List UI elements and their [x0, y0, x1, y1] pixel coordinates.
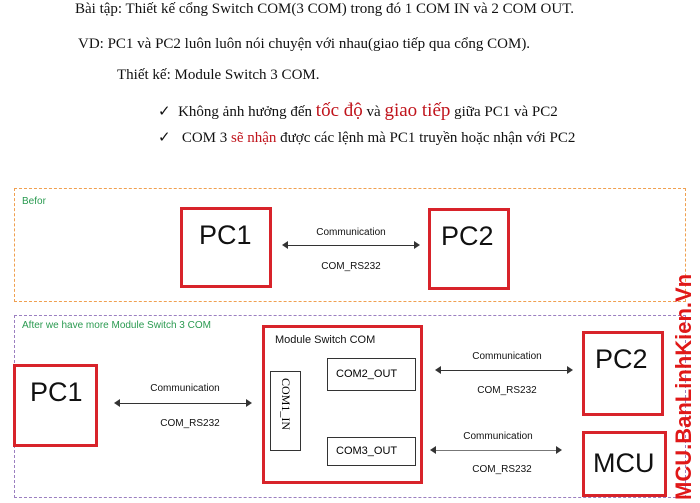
pc2-box: PC2	[428, 208, 510, 290]
pc2-label: PC2	[595, 344, 648, 374]
bullet-text: COM 3	[181, 130, 232, 146]
com2-out-box: COM2_OUT	[327, 358, 416, 391]
check-icon: ✓	[158, 130, 171, 146]
bidirectional-arrow	[282, 241, 420, 249]
bullet-text: được các lệnh mà PC1 truyền hoặc nhận vớ…	[276, 130, 576, 146]
pc2-box: PC2	[582, 331, 664, 416]
bullet-text: Không ảnh hưởng đến	[178, 104, 316, 120]
link-protocol: COM_RS232	[477, 385, 537, 396]
bullet-2: ✓ COM 3 sẽ nhận được các lệnh mà PC1 tru…	[158, 128, 575, 147]
design-text: Thiết kế: Module Switch 3 COM.	[117, 67, 320, 83]
module-switch-box: Module Switch COM COM1_IN COM2_OUT COM3_…	[262, 325, 423, 484]
pc1-box: PC1	[13, 364, 98, 447]
link-label: Communication	[316, 227, 386, 238]
pc1-label: PC1	[199, 220, 252, 250]
link-protocol: COM_RS232	[160, 418, 220, 429]
bullet-text: giữa PC1 và PC2	[450, 104, 558, 120]
bidirectional-arrow	[114, 399, 252, 407]
bullet-text: và	[362, 104, 385, 120]
highlight: giao tiếp	[384, 100, 451, 121]
check-icon: ✓	[158, 104, 171, 120]
bidirectional-arrow	[435, 366, 573, 374]
exercise-title: Bài tập: Thiết kế cổng Switch COM(3 COM)…	[75, 1, 574, 17]
watermark: MCU.BanLinhKien.Vn	[671, 273, 696, 500]
highlight: tốc độ	[315, 100, 363, 121]
pc2-label: PC2	[441, 221, 494, 251]
link-protocol: COM_RS232	[321, 261, 381, 272]
mcu-label: MCU	[593, 448, 655, 478]
mcu-box: MCU	[582, 431, 667, 497]
link-protocol: COM_RS232	[472, 464, 532, 475]
before-frame	[14, 188, 686, 302]
before-label: Befor	[22, 196, 46, 207]
link-label: Communication	[472, 351, 542, 362]
pc1-label: PC1	[30, 377, 83, 407]
link-label: Communication	[150, 383, 220, 394]
module-title: Module Switch COM	[275, 334, 376, 346]
com1-in-label: COM1_IN	[279, 378, 293, 431]
link-label: Communication	[463, 431, 533, 442]
com3-out-box: COM3_OUT	[327, 437, 416, 466]
com1-in-box: COM1_IN	[270, 371, 301, 451]
bullet-1: ✓ Không ảnh hưởng đến tốc độ và giao tiế…	[158, 100, 558, 122]
bidirectional-arrow	[430, 446, 562, 454]
pc1-box: PC1	[180, 207, 272, 288]
after-label: After we have more Module Switch 3 COM	[22, 320, 211, 331]
example-text: VD: PC1 và PC2 luôn luôn nói chuyện với …	[78, 36, 531, 52]
highlight: sẽ nhận	[231, 130, 277, 146]
com2-out-label: COM2_OUT	[336, 368, 398, 380]
com3-out-label: COM3_OUT	[336, 445, 398, 457]
